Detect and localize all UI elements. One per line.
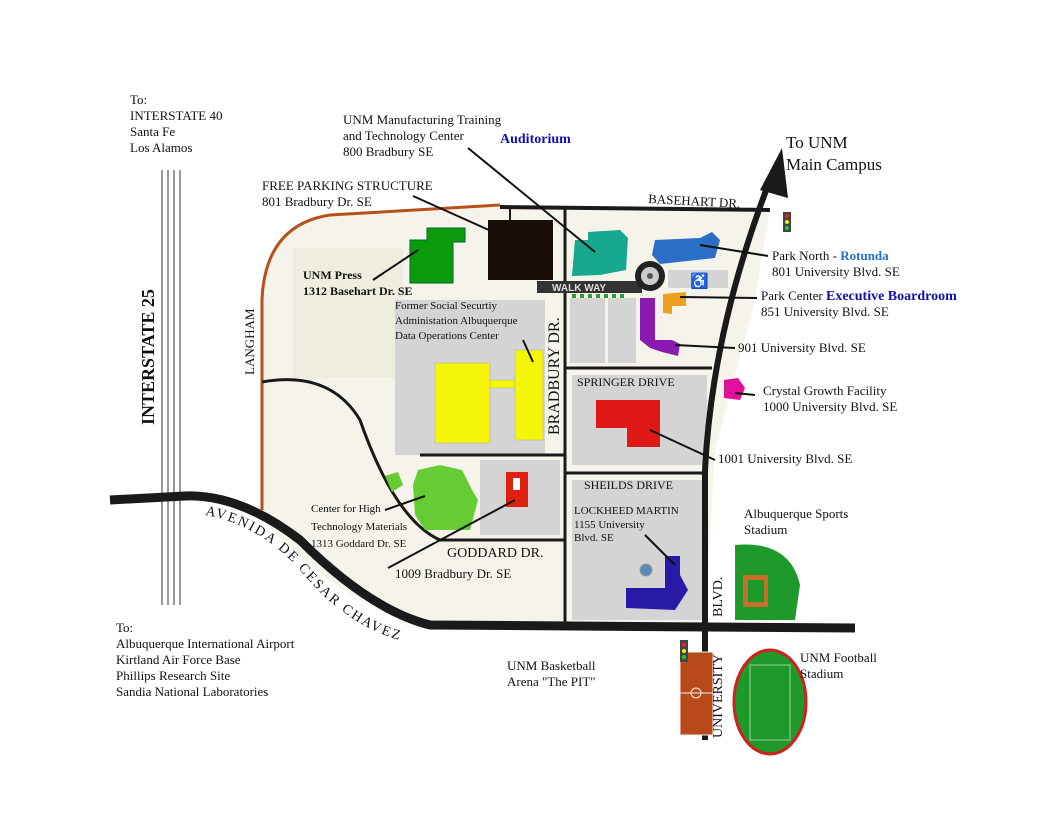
lockheed-building [626, 556, 688, 610]
label-line: Center for High [311, 503, 381, 515]
label-line: Former Social Securtiy [395, 300, 498, 312]
label-line: 801 University Blvd. SE [772, 264, 900, 279]
university-label: UNIVERSITY [711, 654, 726, 738]
sheilds-label: SHEILDS DRIVE [584, 478, 673, 492]
u1001-building [596, 400, 660, 447]
traffic-light-icon [680, 640, 688, 662]
u901-building [640, 298, 680, 356]
direction-line: Kirtland Air Force Base [116, 652, 241, 667]
label-line: Park North - Rotunda [772, 248, 889, 263]
direction-line: Phillips Research Site [116, 668, 230, 683]
interstate-25-label: INTERSTATE 25 [138, 289, 158, 425]
label-line: 1312 Basehart Dr. SE [303, 284, 413, 298]
football-label: UNM Football Stadium [800, 650, 877, 681]
chtm-annex-building [385, 472, 403, 492]
auditorium-label: Auditorium [500, 132, 571, 147]
label-line: UNM Manufacturing Training [343, 112, 502, 127]
b1009-label: 1009 Bradbury Dr. SE [395, 566, 511, 581]
lockheed-label: LOCKHEED MARTIN 1155 University Blvd. SE [574, 505, 679, 544]
cesar-chavez-road [109, 491, 856, 633]
label-line: Blvd. SE [574, 532, 614, 544]
basketball-arena [679, 651, 714, 736]
walkway-label: WALK WAY [552, 283, 606, 294]
label-line: 1313 Goddard Dr. SE [311, 538, 407, 550]
sports-stadium-label: Albuquerque Sports Stadium [744, 506, 848, 537]
park-north-label: Park North - Rotunda 801 University Blvd… [772, 248, 900, 279]
accessible-parking-icon: ♿ [690, 272, 709, 290]
south-directions: To: Albuquerque International Airport Ki… [116, 620, 295, 699]
to-label: To: [116, 620, 133, 635]
direction-line: Sandia National Laboratories [116, 684, 268, 699]
walkway [537, 281, 642, 293]
label-line: UNM Basketball [507, 658, 596, 673]
to-label: To: [130, 92, 147, 107]
label-line: UNM Press [303, 268, 362, 282]
mtc-building [572, 230, 628, 276]
langham-label: LANGHAM [242, 308, 257, 375]
label-line: LOCKHEED MARTIN [574, 505, 679, 517]
label-line: UNM Football [800, 650, 877, 665]
springer-label: SPRINGER DRIVE [577, 375, 675, 389]
sports-stadium [735, 544, 800, 620]
north-directions: To: INTERSTATE 40 Santa Fe Los Alamos [130, 92, 222, 155]
chtm-building [413, 465, 478, 530]
ssa-building [434, 349, 544, 444]
label-line: and Technology Center [343, 128, 465, 143]
parking-label: FREE PARKING STRUCTURE 801 Bradbury Dr. … [262, 178, 433, 209]
unm-press-building [409, 227, 466, 284]
main-campus-label: Main Campus [786, 155, 882, 174]
label-line: Stadium [744, 522, 787, 537]
park-center-label: Park Center Executive Boardroom 851 Univ… [761, 288, 957, 319]
direction-line: Albuquerque International Airport [116, 636, 295, 651]
roundabout-wheel-icon [635, 261, 665, 291]
label-line: Park Center Executive Boardroom [761, 288, 957, 304]
u901-label: 901 University Blvd. SE [738, 340, 866, 355]
parking-structure-building [488, 220, 553, 280]
field-area [293, 248, 403, 378]
label-line: Arena "The PIT" [507, 674, 596, 689]
label-line: 1000 University Blvd. SE [763, 399, 897, 414]
label-line: 800 Bradbury SE [343, 144, 433, 159]
mtc-label: UNM Manufacturing Training and Technolog… [343, 112, 571, 159]
label-line: Administation Albuquerque [395, 315, 518, 327]
inner-road [261, 378, 565, 542]
university-blvd-road [702, 178, 773, 740]
u1001-label: 1001 University Blvd. SE [718, 451, 852, 466]
walkway-trees [572, 294, 624, 298]
pit-label: UNM Basketball Arena "The PIT" [507, 658, 596, 689]
main-campus-arrow-icon [760, 148, 788, 198]
crystal-growth-building [724, 378, 745, 400]
label-line: 851 University Blvd. SE [761, 304, 889, 319]
football-stadium [732, 648, 808, 756]
direction-line: INTERSTATE 40 [130, 108, 222, 123]
chtm-label: Center for High Technology Materials 131… [311, 503, 407, 550]
basehart-label: BASEHART DR. [648, 191, 741, 211]
label-line: Data Operations Center [395, 330, 499, 342]
label-line: Technology Materials [311, 521, 407, 533]
goddard-label: GODDARD DR. [447, 546, 543, 561]
leader-lines [372, 147, 769, 569]
langham-road [260, 203, 501, 510]
crystal-label: Crystal Growth Facility 1000 University … [763, 383, 897, 414]
label-line: Albuquerque Sports [744, 506, 848, 521]
label-line: 801 Bradbury Dr. SE [262, 194, 372, 209]
park-north-building [652, 232, 720, 264]
bradbury-label: BRADBURY DR. [546, 317, 563, 435]
direction-line: Los Alamos [130, 140, 192, 155]
blvd-label: BLVD. [711, 577, 726, 617]
main-campus-label: To UNM [786, 133, 848, 152]
basehart-road [499, 205, 771, 212]
press-label: UNM Press 1312 Basehart Dr. SE [303, 268, 413, 298]
label-line: FREE PARKING STRUCTURE [262, 178, 433, 193]
direction-line: Santa Fe [130, 124, 175, 139]
label-line: Stadium [800, 666, 843, 681]
label-line: 1155 University [574, 519, 645, 531]
ssa-label: Former Social Securtiy Administation Alb… [395, 300, 518, 342]
traffic-light-icon [783, 212, 791, 232]
interstate-25-road [161, 170, 181, 605]
b1009-building [506, 472, 528, 507]
label-line: Crystal Growth Facility [763, 383, 887, 398]
